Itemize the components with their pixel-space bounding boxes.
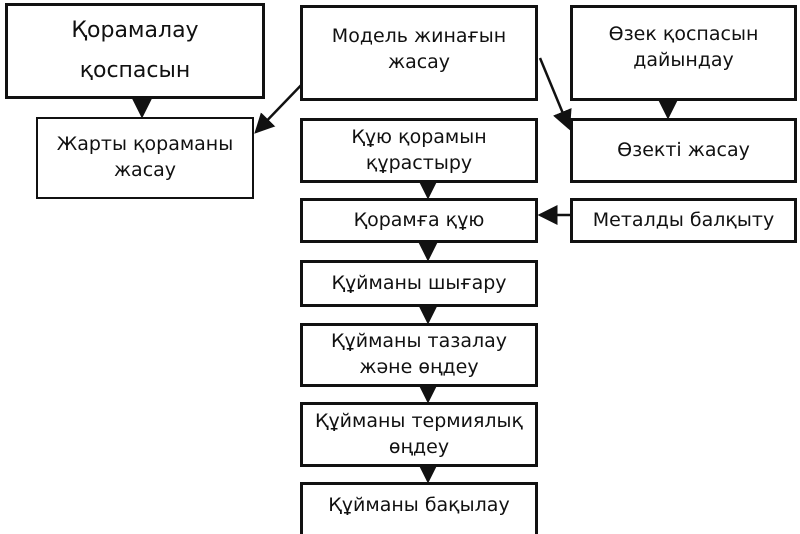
box-clean-casting: Құйманы тазалау жəне өңдеу [300,323,538,387]
box-melt-metal: Металды балқыту [570,198,797,243]
box-label: Құйманы шығару [331,271,507,294]
box-label: Жарты қораманы жасау [56,133,234,181]
box-label: Қорамға құю [353,208,485,231]
box-label: Металды балқыту [592,208,775,231]
box-thermal-casting: Құйманы термиялық өңдеу [300,402,538,467]
box-assemble-mold: Құю қорамын құрастыру [300,118,538,183]
box-mold-mix: Қорамалау қоспасын [5,3,265,99]
box-label: Құйманы тазалау жəне өңдеу [330,330,507,378]
box-make-core: Өзекті жасау [570,118,797,183]
box-half-mold: Жарты қораманы жасау [36,117,254,199]
box-inspect-casting: Құйманы бақылау [300,482,538,534]
box-label: Құйманы термиялық өңдеу [314,409,524,458]
arrow-model-to-core [538,57,572,131]
box-extract-casting: Құйманы шығару [300,260,538,307]
box-model-set: Модель жинағын жасау [300,5,538,101]
box-label: Модель жинағын жасау [331,25,507,73]
arrow-model-to-half-mold [254,77,309,134]
box-core-mix: Өзек қоспасын дайындау [570,5,797,101]
box-label: Құю қорамын құрастыру [351,125,487,174]
box-label: Қорамалау қоспасын [71,18,199,83]
box-label: Өзек қоспасын дайындау [608,23,759,71]
box-label: Өзекті жасау [617,138,750,161]
box-pour-mold: Қорамға құю [300,198,538,243]
box-label: Құйманы бақылау [328,494,510,516]
